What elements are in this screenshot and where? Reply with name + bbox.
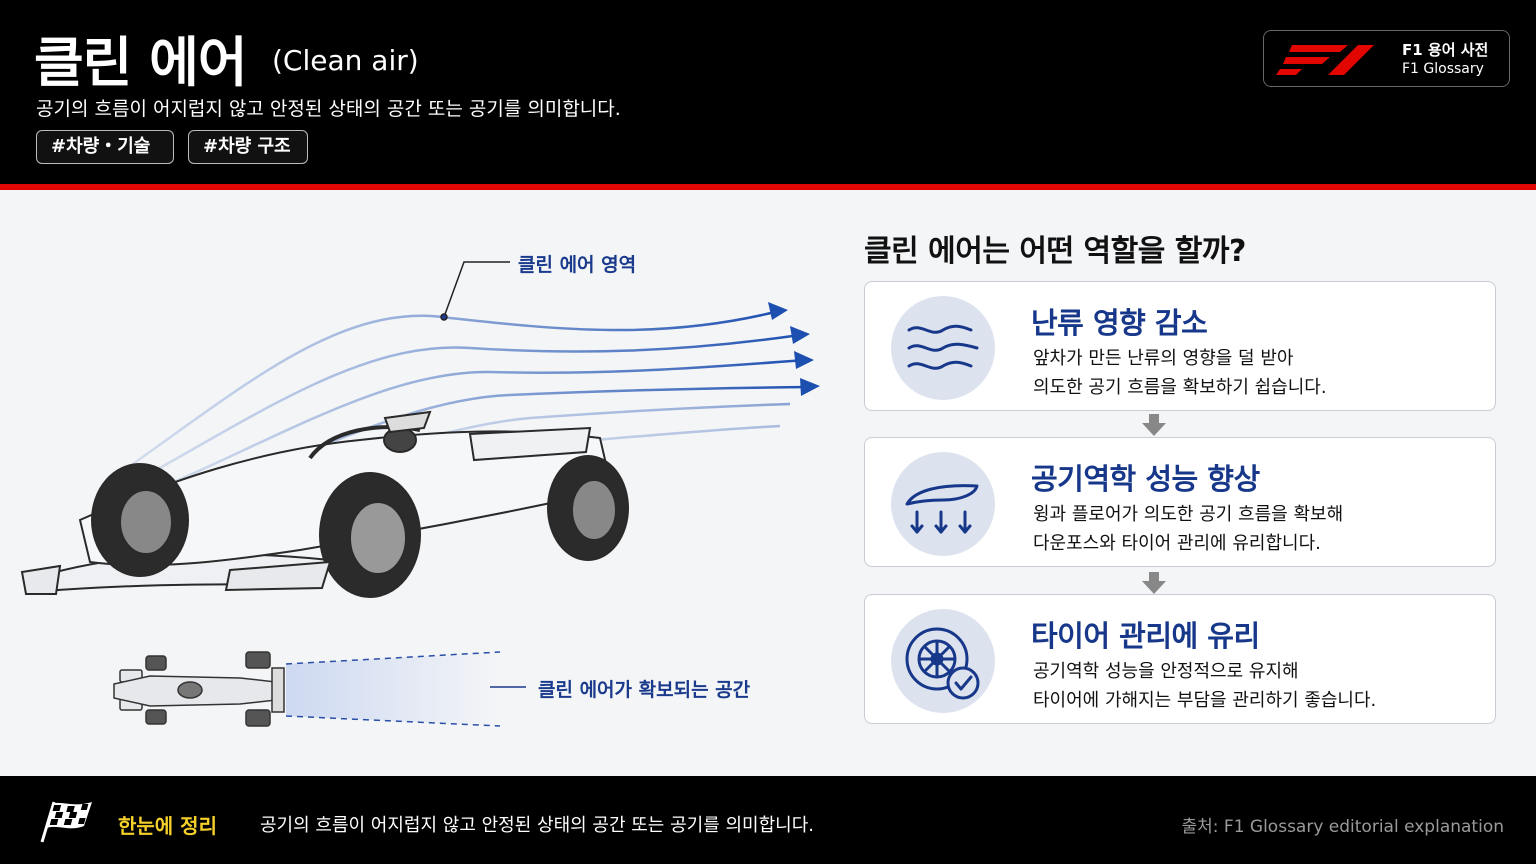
source-credit: 출처: F1 Glossary editorial explanation [1181, 817, 1505, 837]
flow-arrow-down-icon [1142, 414, 1166, 436]
card-description-line: 다운포스와 타이어 관리에 유리합니다. [1033, 533, 1321, 554]
flow-arrow-down-icon [1142, 572, 1166, 594]
role-card-turbulence: 난류 영향 감소 앞차가 만든 난류의 영향을 덜 받아 의도한 공기 흐름을 … [864, 281, 1496, 411]
card-title: 난류 영향 감소 [1031, 306, 1208, 340]
footer-bar: 한눈에 정리 공기의 흐름이 어지럽지 않고 안정된 상태의 공간 또는 공기를… [0, 776, 1536, 864]
summary-text: 공기의 흐름이 어지럽지 않고 안정된 상태의 공간 또는 공기를 의미합니다. [260, 815, 815, 836]
logo-title-ko: F1 용어 사전 [1402, 41, 1489, 59]
card-title: 타이어 관리에 유리 [1031, 619, 1260, 653]
clean-air-space-cone [286, 652, 500, 726]
accent-divider [0, 184, 1536, 190]
section-question-title: 클린 에어는 어떤 역할을 할까? [864, 234, 1246, 269]
airflow-arrowheads [768, 302, 820, 396]
clean-air-zone-callout [440, 261, 510, 321]
f1-glossary-logo: F1 용어 사전 F1 Glossary [1263, 30, 1510, 87]
clean-air-illustration [20, 261, 820, 727]
tag-vehicle-structure[interactable]: #차량 구조 [188, 130, 308, 164]
wind-waves-icon [891, 296, 995, 400]
tag-vehicle-tech[interactable]: #차량・기술 [36, 130, 174, 164]
card-description-line: 앞차가 만든 난류의 영향을 덜 받아 [1033, 348, 1294, 369]
card-title: 공기역학 성능 향상 [1031, 462, 1260, 496]
summary-label: 한눈에 정리 [118, 814, 217, 838]
role-card-aero-performance: 공기역학 성능 향상 윙과 플로어가 의도한 공기 흐름을 확보해 다운포스와 … [864, 437, 1496, 567]
card-description: 공기역학 성능을 안정적으로 유지해 타이어에 가해지는 부담을 관리하기 좋습… [1033, 657, 1376, 715]
clean-air-space-label: 클린 에어가 확보되는 공간 [538, 679, 751, 701]
clean-air-space-boundary [285, 651, 501, 727]
card-description-line: 타이어에 가해지는 부담을 관리하기 좋습니다. [1033, 690, 1377, 711]
role-card-tire-management: 타이어 관리에 유리 공기역학 성능을 안정적으로 유지해 타이어에 가해지는 … [864, 594, 1496, 724]
page-title-english: (Clean air) [272, 44, 419, 77]
f1-car-topview [113, 651, 285, 727]
card-description-line: 윙과 플로어가 의도한 공기 흐름을 확보해 [1033, 504, 1344, 525]
checkered-flag-icon [40, 801, 92, 843]
f1-car-drawing [20, 410, 629, 598]
card-description: 윙과 플로어가 의도한 공기 흐름을 확보해 다운포스와 타이어 관리에 유리합… [1033, 500, 1343, 558]
page-subtitle: 공기의 흐름이 어지럽지 않고 안정된 상태의 공간 또는 공기를 의미합니다. [36, 98, 621, 120]
clean-air-zone-label: 클린 에어 영역 [518, 254, 637, 276]
card-description-line: 의도한 공기 흐름을 확보하기 쉽습니다. [1033, 377, 1327, 398]
logo-title-en: F1 Glossary [1402, 61, 1484, 77]
header-bar: 클린 에어 (Clean air) 공기의 흐름이 어지럽지 않고 안정된 상태… [0, 0, 1536, 186]
wing-downforce-icon [891, 452, 995, 556]
card-description-line: 공기역학 성능을 안정적으로 유지해 [1033, 661, 1299, 682]
f1-logo-icon [1276, 45, 1374, 75]
page-title: 클린 에어 [34, 31, 248, 94]
tire-check-icon [891, 609, 995, 713]
card-description: 앞차가 만든 난류의 영향을 덜 받아 의도한 공기 흐름을 확보하기 쉽습니다… [1033, 344, 1327, 402]
